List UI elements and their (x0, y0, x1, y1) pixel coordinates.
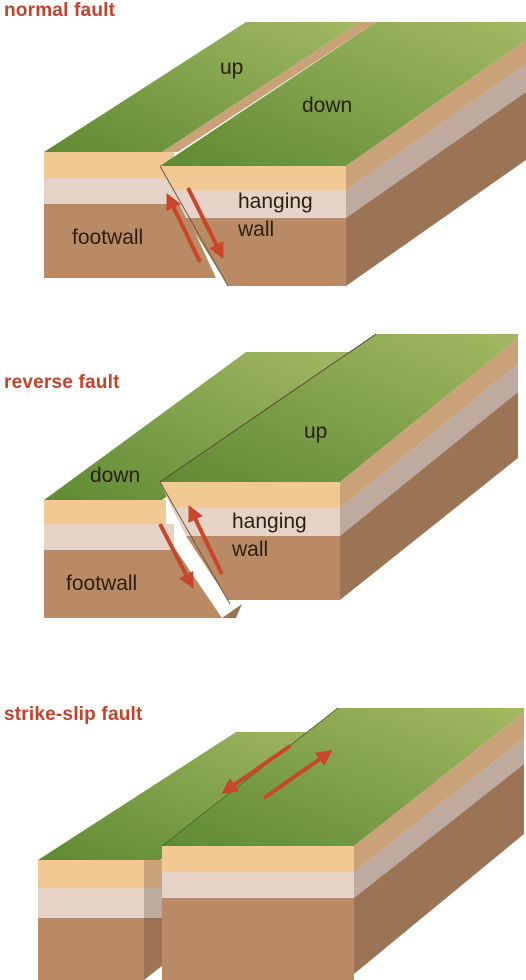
left-block-soil-side (144, 918, 162, 980)
right-block-pink (162, 872, 354, 898)
right-block-arrow (262, 750, 333, 800)
hanging-wall-soil-side (340, 392, 518, 600)
fault-line (159, 165, 229, 287)
footwall-arrow-down (158, 523, 194, 589)
right-block-grass (162, 708, 524, 846)
normal-fault-title: normal fault (4, 0, 116, 21)
reverse-fault-diagram (44, 333, 518, 618)
footwall-pink (44, 524, 174, 550)
strike-slip-fault-diagram (38, 707, 524, 980)
hanging-wall-pink (172, 190, 346, 218)
wall-label: wall (232, 538, 269, 561)
hanging-wall-arrow-down (186, 187, 224, 259)
right-block-sand-side (354, 712, 524, 872)
hanging-wall-grass (160, 22, 526, 166)
footwall-label: footwall (66, 572, 138, 595)
strike-slip-fault-panel: strike-slip fault (0, 692, 526, 980)
footwall-sand (44, 152, 174, 178)
down-label: down (90, 464, 141, 487)
footwall-soil-bottom (222, 604, 242, 618)
hanging-wall-sand-side (346, 40, 526, 190)
fault-line (159, 481, 231, 605)
footwall-grass (44, 22, 360, 152)
reverse-fault-panel: reverse fault up down hanging wall footw… (0, 318, 526, 630)
hanging-wall-sand (160, 482, 340, 508)
wall-label: wall (238, 218, 275, 241)
normal-fault-diagram (44, 22, 526, 287)
right-block-soil (162, 898, 354, 980)
footwall-soil (44, 204, 216, 278)
up-label: up (304, 420, 328, 443)
hanging-wall-sand-side (340, 338, 518, 508)
footwall-arrow-up (166, 193, 202, 263)
right-block-pink-side (354, 738, 524, 898)
down-label: down (302, 94, 353, 117)
hanging-wall-arrow-up (188, 505, 224, 575)
hanging-wall-soil-side (346, 92, 526, 286)
footwall-label: footwall (72, 226, 144, 249)
hanging-wall-sand (160, 166, 346, 190)
footwall-pink (44, 178, 180, 204)
fault-ridge (159, 333, 377, 483)
footwall-sand (44, 500, 166, 524)
hanging-wall-soil (186, 536, 340, 600)
normal-fault-panel: normal fault up down hanging wall footwa… (0, 0, 526, 300)
hanging-wall-grass (160, 334, 518, 482)
right-block-soil-side (354, 764, 524, 974)
left-block-pink (38, 888, 144, 918)
left-block-sand (38, 860, 144, 888)
left-block-arrow (221, 744, 292, 794)
hanging-label: hanging (238, 190, 313, 213)
left-block-pink-side (144, 888, 162, 918)
left-block-soil (38, 918, 144, 980)
right-block-sand (162, 846, 354, 872)
footwall-soil (44, 550, 222, 618)
left-block-sand-side (144, 860, 162, 888)
footwall-grass-strip (162, 22, 376, 152)
fault-trace (161, 707, 339, 847)
hanging-label: hanging (232, 510, 307, 533)
hanging-wall-soil (186, 218, 346, 286)
hanging-wall-pink (172, 508, 340, 536)
footwall-grass (44, 352, 360, 500)
reverse-fault-title: reverse fault (4, 372, 120, 393)
up-label: up (220, 56, 244, 79)
strike-slip-fault-title: strike-slip fault (4, 704, 143, 725)
hanging-wall-pink-side (346, 64, 526, 218)
hanging-wall-pink-side (340, 364, 518, 536)
